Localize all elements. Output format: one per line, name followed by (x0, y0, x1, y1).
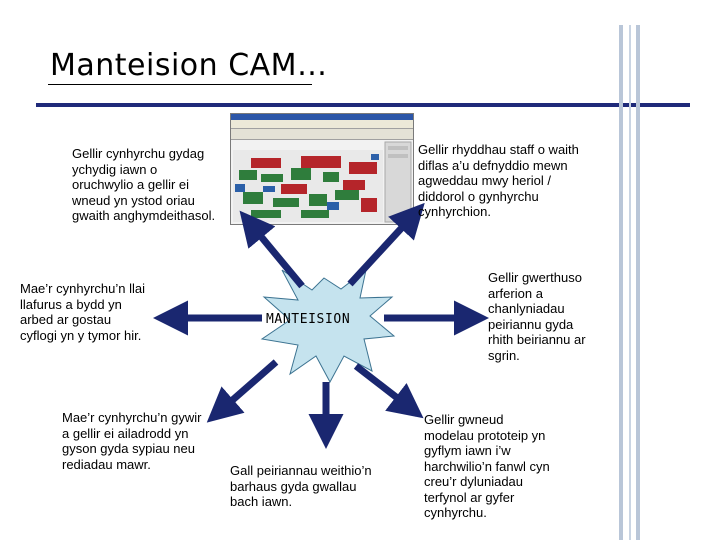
title-underline (48, 84, 312, 85)
arrow-bottom-left (206, 359, 279, 423)
decorative-bar-3 (636, 25, 640, 540)
screenshot-parts-drawing (233, 141, 412, 223)
starburst-shape (260, 268, 396, 384)
screenshot-menubar (231, 120, 413, 129)
text-bottom-center: Gall peiriannau weithio’n barhaus gyda g… (230, 463, 372, 509)
text-top-left: Gellir cynhyrchu gydag ychydig iawn o or… (72, 146, 216, 223)
screenshot-titlebar (231, 114, 413, 120)
screenshot-canvas (231, 140, 413, 224)
text-mid-right: Gellir gwerthuso arferion a chanlyniadau… (488, 270, 586, 363)
decorative-bar-1 (619, 25, 623, 540)
text-bottom-left: Mae’r cynhyrchu’n gywir a gellir ei aila… (62, 410, 202, 472)
text-top-right: Gellir rhyddhau staff o waith diflas a’u… (418, 142, 579, 219)
arrow-top-right (347, 202, 425, 287)
slide-title: Manteision CAM… (50, 48, 328, 83)
center-label: MANTEISION (266, 312, 351, 327)
decorative-bar-2 (629, 25, 631, 540)
text-mid-left: Mae’r cynhyrchu’n llai llafurus a bydd y… (20, 281, 145, 343)
header-rule (36, 103, 690, 107)
cam-software-screenshot (230, 113, 414, 225)
arrow-top-left (239, 210, 305, 289)
screenshot-toolbar (231, 129, 413, 140)
text-bottom-right: Gellir gwneud modelau prototeip yn gyfly… (424, 412, 550, 520)
arrow-bottom-right (353, 363, 424, 419)
